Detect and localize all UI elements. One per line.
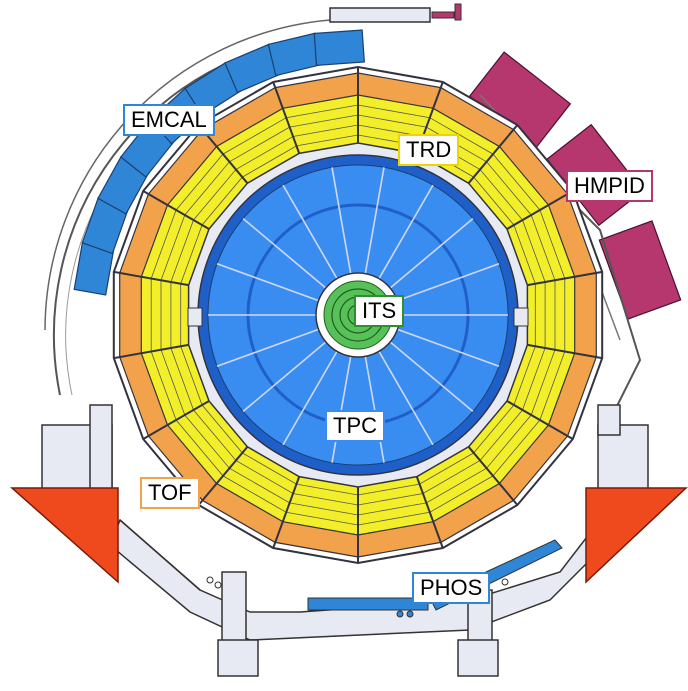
red-support-blocks bbox=[10, 487, 688, 584]
tpc-spoke bbox=[397, 328, 500, 368]
sector-divider bbox=[467, 446, 519, 506]
tpc-spoke bbox=[389, 217, 474, 289]
sector-divider bbox=[197, 446, 249, 506]
tpc-spoke bbox=[242, 341, 327, 413]
top-support-beam bbox=[329, 3, 462, 23]
tpc-spoke bbox=[242, 217, 327, 289]
tpc-spoke bbox=[216, 262, 319, 302]
sector-divider bbox=[527, 270, 603, 287]
tpc-spoke bbox=[364, 167, 385, 274]
tpc-spoke bbox=[331, 356, 352, 463]
tpc-spoke bbox=[216, 328, 319, 368]
tpc-spoke bbox=[378, 350, 434, 446]
label-tof: TOF bbox=[140, 477, 200, 509]
label-its: ITS bbox=[354, 295, 405, 327]
left-bracket bbox=[187, 307, 203, 327]
tpc-spoke bbox=[378, 184, 434, 280]
tpc-spoke bbox=[389, 341, 474, 413]
label-hmpid: HMPID bbox=[566, 170, 653, 202]
tpc-spoke bbox=[364, 356, 385, 463]
label-trd: TRD bbox=[398, 134, 460, 166]
sector-divider bbox=[272, 476, 301, 549]
support-legs bbox=[41, 404, 649, 677]
sector-divider bbox=[142, 400, 210, 440]
sector-divider bbox=[142, 190, 210, 230]
sector-divider bbox=[506, 190, 574, 230]
sector-divider bbox=[113, 343, 189, 360]
tpc-spoke bbox=[331, 167, 352, 274]
emcal-module bbox=[313, 29, 365, 66]
sector-divider bbox=[527, 343, 603, 360]
sector-divider bbox=[272, 81, 301, 154]
right-bracket bbox=[513, 307, 529, 327]
sector-divider bbox=[467, 124, 519, 184]
sector-divider bbox=[415, 476, 444, 549]
label-tpc: TPC bbox=[325, 410, 385, 442]
tpc-spoke bbox=[282, 184, 338, 280]
label-emcal: EMCAL bbox=[123, 104, 215, 136]
tpc-spoke bbox=[282, 350, 338, 446]
sector-divider bbox=[113, 270, 189, 287]
label-phos: PHOS bbox=[412, 572, 491, 604]
tpc-spoke bbox=[397, 262, 500, 302]
sector-divider bbox=[506, 400, 574, 440]
